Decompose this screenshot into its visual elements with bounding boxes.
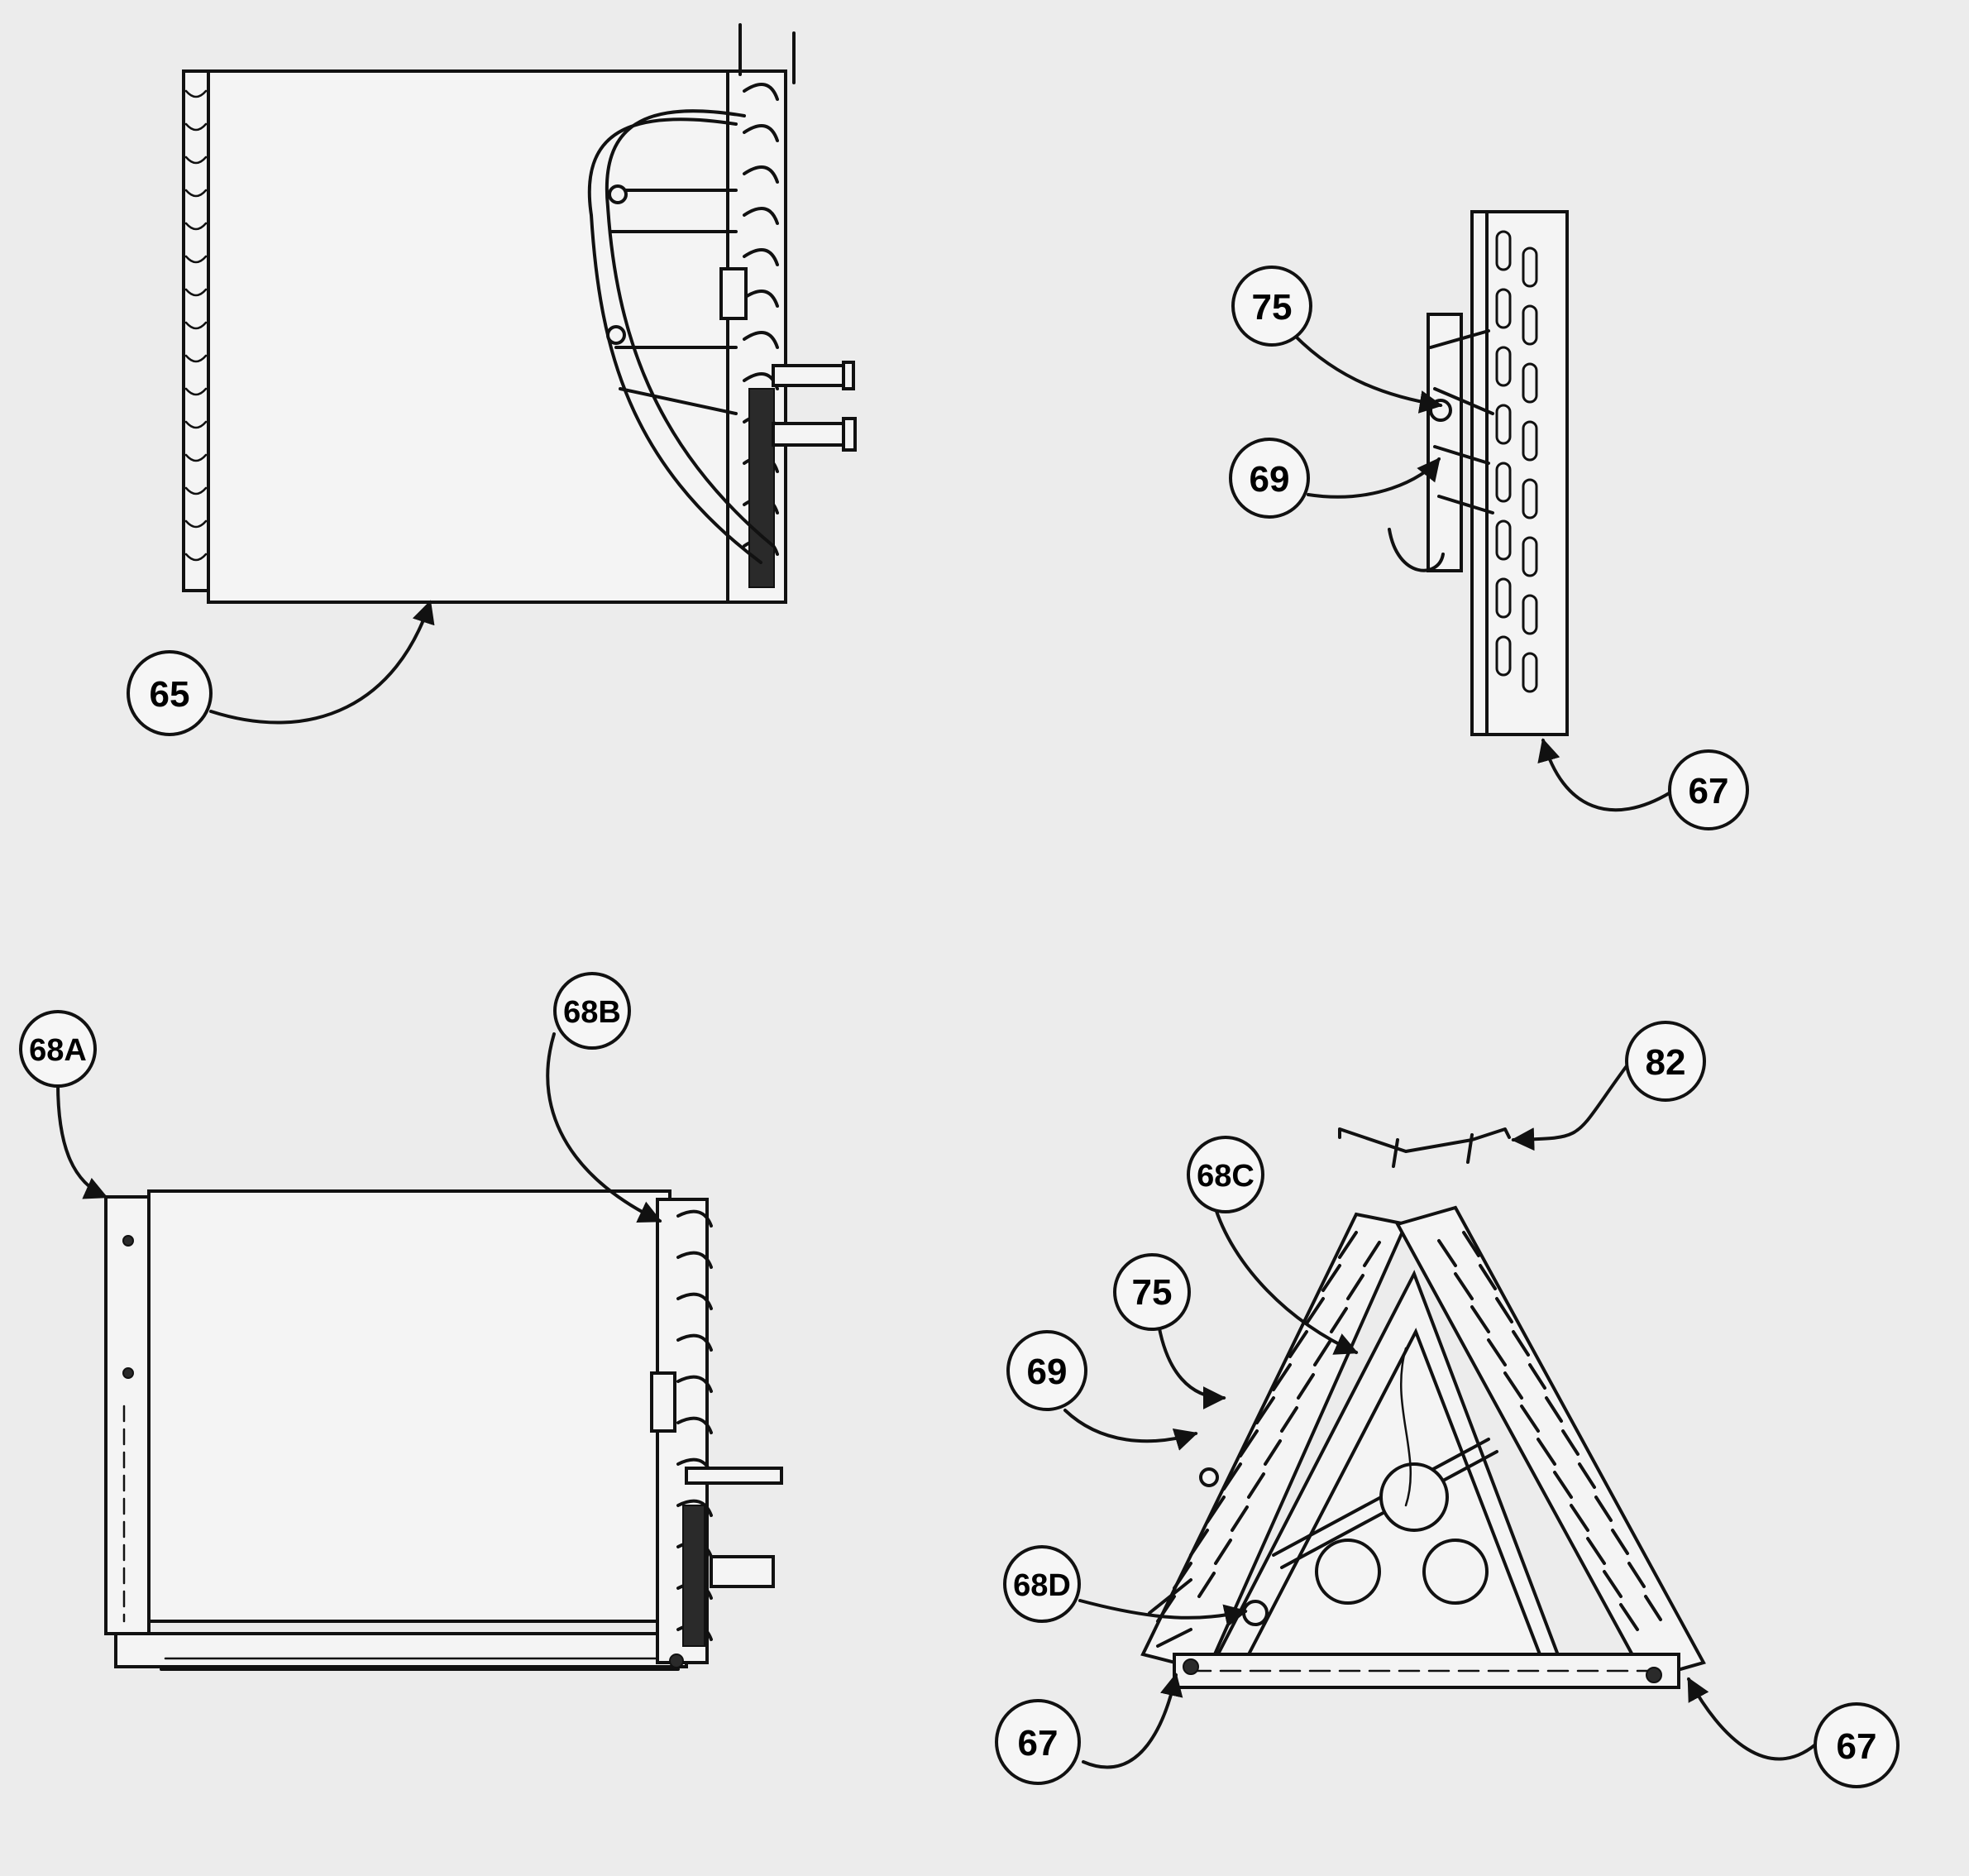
callout-69-top: 69	[1229, 438, 1310, 519]
callout-label: 67	[1837, 1726, 1877, 1767]
callout-label: 75	[1132, 1272, 1173, 1313]
coil-68-drawing	[104, 1189, 783, 1671]
coil-67-side-drawing	[1388, 210, 1569, 736]
left-fin-pattern	[184, 89, 208, 562]
leader-lines	[56, 334, 1821, 1769]
callout-82: 82	[1625, 1021, 1706, 1102]
slot-pattern-67	[1495, 230, 1538, 693]
callout-67-left: 67	[995, 1699, 1081, 1785]
callout-69-bottom: 69	[1006, 1330, 1087, 1411]
callout-68B: 68B	[553, 972, 631, 1050]
callout-68A: 68A	[19, 1010, 97, 1088]
callout-label: 68C	[1197, 1159, 1255, 1194]
callout-68D: 68D	[1003, 1545, 1081, 1623]
callout-75-top: 75	[1231, 266, 1312, 347]
callout-label: 67	[1018, 1723, 1059, 1764]
callout-label: 69	[1250, 459, 1290, 500]
callout-label: 67	[1689, 771, 1729, 811]
callout-label: 68B	[563, 995, 621, 1030]
callout-65: 65	[127, 650, 213, 736]
slot-pattern-right-slab	[1437, 1231, 1662, 1631]
callout-label: 68A	[29, 1033, 87, 1068]
slot-pattern-left-slab	[1156, 1231, 1381, 1623]
callout-label: 82	[1646, 1042, 1686, 1083]
callout-label: 68D	[1013, 1568, 1071, 1603]
a-coil-drawing	[1140, 1127, 1706, 1689]
callout-67-right: 67	[1814, 1702, 1900, 1788]
callout-67-top: 67	[1668, 749, 1749, 830]
callout-label: 69	[1027, 1352, 1068, 1392]
callout-label: 65	[150, 674, 190, 715]
callout-68C: 68C	[1187, 1136, 1264, 1213]
callout-75-bottom: 75	[1113, 1253, 1191, 1331]
coil-65-drawing	[182, 23, 857, 604]
callout-label: 75	[1252, 287, 1293, 328]
